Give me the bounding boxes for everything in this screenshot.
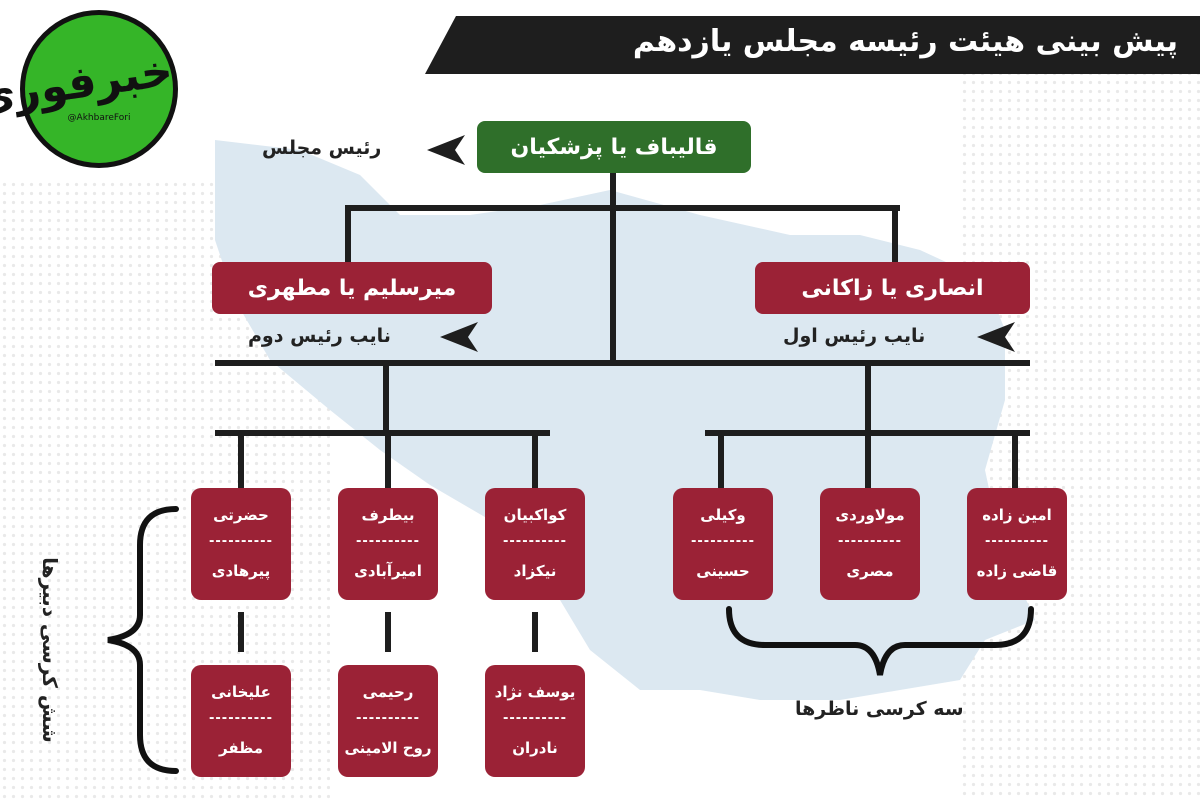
card-separator: ----------	[356, 534, 420, 549]
supervisor-card: مولاوردی ---------- مصری	[820, 488, 920, 600]
logo-handle: @AkhbareFori	[67, 113, 131, 123]
connector-line	[532, 433, 538, 488]
connector-line	[215, 360, 1030, 366]
logo-text: خبرفوری	[0, 44, 176, 124]
card-top-name: حضرتی	[213, 506, 269, 524]
connector-line	[345, 205, 351, 262]
second-deputy-role-label: نایب رئیس دوم	[248, 325, 391, 347]
arrow-left-icon	[440, 322, 478, 352]
card-bottom-name: پیرهادی	[211, 562, 271, 580]
connector-line	[215, 430, 550, 436]
card-separator: ----------	[209, 534, 273, 549]
logo: خبرفوری @AkhbareFori	[0, 10, 178, 168]
card-top-name: علیخانی	[211, 683, 271, 701]
connector-line	[610, 173, 616, 363]
connector-line	[865, 363, 871, 433]
card-bottom-name: مصری	[846, 562, 894, 580]
card-separator: ----------	[691, 534, 755, 549]
card-bottom-name: حسینی	[696, 562, 750, 580]
secretary-card: یوسف نژاد ---------- نادران	[485, 665, 585, 777]
supervisor-card: امین زاده ---------- قاضی زاده	[967, 488, 1067, 600]
card-bottom-name: نیکزاد	[513, 562, 557, 580]
card-bottom-name: امیرآبادی	[354, 562, 422, 580]
card-separator: ----------	[503, 711, 567, 726]
first-deputy-role-label: نایب رئیس اول	[783, 325, 926, 347]
connector-line	[238, 433, 244, 488]
connector-line	[385, 612, 391, 652]
secretary-card: بیطرف ---------- امیرآبادی	[338, 488, 438, 600]
card-separator: ----------	[209, 711, 273, 726]
card-top-name: بیطرف	[361, 506, 415, 524]
connector-line	[238, 612, 244, 652]
title-banner: پیش بینی هیئت رئیسه مجلس یازدهم	[425, 16, 1200, 74]
card-top-name: وکیلی	[700, 506, 746, 524]
second-deputy-box: میرسلیم یا مطهری	[212, 262, 492, 314]
card-top-name: مولاوردی	[835, 506, 905, 524]
secretaries-brace-icon	[107, 506, 179, 774]
supervisor-card: وکیلی ---------- حسینی	[673, 488, 773, 600]
speaker-role-label: رئیس مجلس	[262, 137, 382, 159]
supervisors-brace-icon	[726, 606, 1034, 676]
card-bottom-name: نادران	[512, 739, 558, 757]
card-separator: ----------	[985, 534, 1049, 549]
connector-line	[345, 205, 900, 211]
card-top-name: امین زاده	[982, 506, 1052, 524]
secretary-card: حضرتی ---------- پیرهادی	[191, 488, 291, 600]
card-separator: ----------	[838, 534, 902, 549]
connector-line	[892, 205, 898, 262]
arrow-left-icon	[977, 322, 1015, 352]
card-bottom-name: مظفر	[218, 739, 264, 757]
secretary-card: رحیمی ---------- روح الامینی	[338, 665, 438, 777]
secretary-card: کواکبیان ---------- نیکزاد	[485, 488, 585, 600]
connector-line	[383, 363, 389, 433]
secretaries-label: شش کرسی دبیرها	[38, 557, 62, 743]
arrow-left-icon	[427, 135, 465, 165]
first-deputy-box: انصاری یا زاکانی	[755, 262, 1030, 314]
card-bottom-name: روح الامینی	[344, 739, 432, 757]
connector-line	[865, 433, 871, 488]
connector-line	[532, 612, 538, 652]
card-top-name: یوسف نژاد	[494, 683, 576, 701]
card-separator: ----------	[356, 711, 420, 726]
card-bottom-name: قاضی زاده	[976, 562, 1058, 580]
connector-line	[718, 433, 724, 488]
card-top-name: کواکبیان	[503, 506, 567, 524]
card-separator: ----------	[503, 534, 567, 549]
supervisors-label: سه کرسی ناظرها	[795, 698, 964, 720]
card-top-name: رحیمی	[362, 683, 414, 701]
connector-line	[385, 433, 391, 488]
speaker-box: قالیباف یا پزشکیان	[477, 121, 751, 173]
secretaries-label-wrapper: شش کرسی دبیرها	[30, 550, 70, 750]
secretary-card: علیخانی ---------- مظفر	[191, 665, 291, 777]
page-title: پیش بینی هیئت رئیسه مجلس یازدهم	[632, 24, 1178, 59]
connector-line	[1012, 433, 1018, 488]
